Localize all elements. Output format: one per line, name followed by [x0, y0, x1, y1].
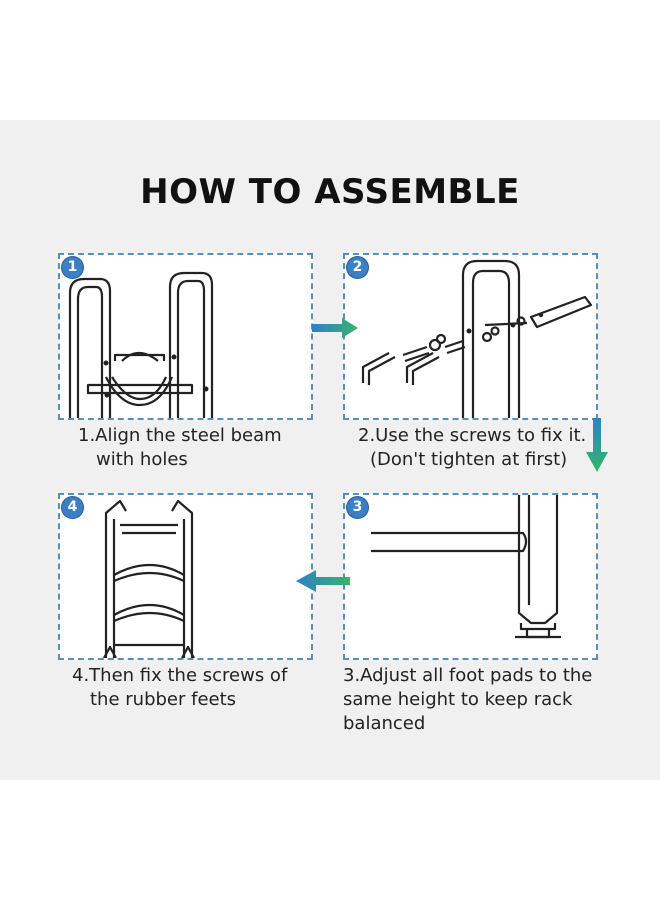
step-3-caption: 3.Adjust all foot pads to the same heigh… [343, 664, 592, 736]
step-2-caption: 2.Use the screws to fix it. (Don't tight… [358, 424, 586, 472]
caption-line: same height to keep rack [343, 689, 573, 710]
step-4-illustration: 4 [58, 493, 313, 660]
caption-line: balanced [343, 713, 426, 734]
foot-pad-drawing [371, 495, 561, 639]
arrow-down-icon [586, 418, 608, 472]
step-1-illustration: 1 [58, 253, 313, 420]
step-1-caption: 1.Align the steel beam with holes [78, 424, 282, 472]
step-number-badge: 1 [62, 257, 83, 278]
page-title: HOW TO ASSEMBLE [140, 172, 520, 212]
step-2-illustration: 2 [343, 253, 598, 420]
caption-line: 1.Align the steel beam [78, 425, 282, 446]
screws-and-frame-drawing [361, 259, 593, 418]
step-number-badge: 4 [62, 497, 83, 518]
caption-line: the rubber feets [90, 689, 237, 710]
caption-line: 2.Use the screws to fix it. [358, 425, 587, 446]
step-number-badge: 2 [347, 257, 368, 278]
caption-line: 3.Adjust all foot pads to the [343, 665, 593, 686]
arrow-left-icon [296, 570, 350, 592]
step-3-illustration: 3 [343, 493, 598, 660]
step-number-badge: 3 [347, 497, 368, 518]
assembled-rack-drawing [103, 499, 195, 658]
instructions-panel [0, 120, 660, 780]
caption-line: (Don't tighten at first) [370, 449, 568, 470]
caption-line: 4.Then fix the screws of [72, 665, 288, 686]
frame-and-beam-drawing [68, 271, 214, 418]
caption-line: with holes [96, 449, 188, 470]
arrow-right-icon [312, 318, 358, 338]
step-4-caption: 4.Then fix the screws of the rubber feet… [72, 664, 287, 712]
